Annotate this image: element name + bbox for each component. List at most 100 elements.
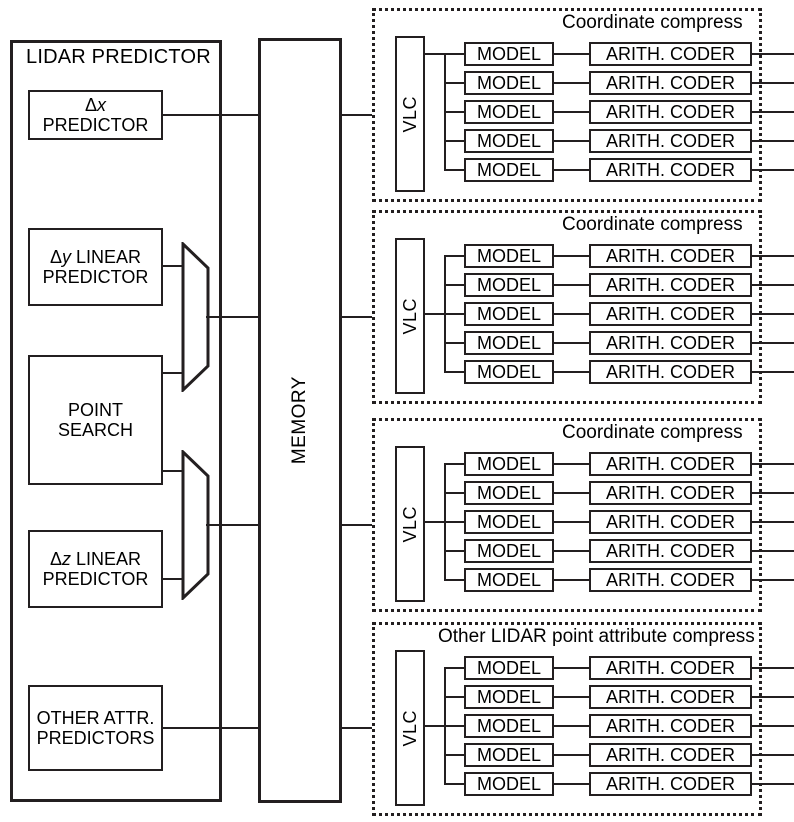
model-block: MODEL [464, 743, 554, 767]
wire-coder-out-2-4 [752, 342, 794, 344]
arith-coder-block: ARITH. CODER [589, 772, 752, 796]
model-label: MODEL [476, 715, 541, 736]
mux-lower [181, 450, 211, 600]
arith-coder-block: ARITH. CODER [589, 714, 752, 738]
wire-model-coder-2-4 [554, 342, 589, 344]
compress-group-4-title: Other LIDAR point attribute compress [438, 626, 755, 647]
dy-linear-predictor-label-line2: PREDICTOR [42, 267, 149, 287]
arith-coder-label: ARITH. CODER [605, 245, 735, 266]
model-block: MODEL [464, 510, 554, 534]
model-label: MODEL [476, 540, 541, 561]
arith-coder-label: ARITH. CODER [605, 274, 735, 295]
arith-coder-block: ARITH. CODER [589, 743, 752, 767]
other-attr-predictors-label-line1: OTHER ATTR. [36, 707, 155, 728]
wire-vlc-model-4-5 [444, 783, 464, 785]
memory-label: MEMORY [289, 376, 310, 465]
compress-group-3-title: Coordinate compress [562, 422, 743, 443]
wire-coder-out-4-1 [752, 667, 794, 669]
arith-coder-label: ARITH. CODER [605, 361, 735, 382]
wire-dx-to-memory [163, 114, 342, 116]
wire-vlc-model-2-2 [444, 284, 464, 286]
wire-vlc-model-3-5 [444, 579, 464, 581]
arith-coder-block: ARITH. CODER [589, 244, 752, 268]
compress-group-1-title: Coordinate compress [562, 12, 743, 33]
model-label: MODEL [476, 511, 541, 532]
wire-model-coder-2-5 [554, 371, 589, 373]
model-block: MODEL [464, 129, 554, 153]
wire-vlc-model-4-4 [444, 754, 464, 756]
vlc-label-4: VLC [399, 709, 420, 747]
dz-linear-predictor-label-line2: PREDICTOR [42, 569, 149, 589]
arith-coder-block: ARITH. CODER [589, 656, 752, 680]
model-block: MODEL [464, 42, 554, 66]
model-label: MODEL [476, 686, 541, 707]
wire-coder-out-3-1 [752, 463, 794, 465]
model-block: MODEL [464, 360, 554, 384]
model-label: MODEL [476, 43, 541, 64]
arith-coder-block: ARITH. CODER [589, 42, 752, 66]
wire-coder-out-1-3 [752, 111, 794, 113]
wire-vlc-model-3-4 [444, 550, 464, 552]
wire-vlc-model-4-3 [425, 725, 464, 727]
arith-coder-block: ARITH. CODER [589, 273, 752, 297]
vlc-label-1: VLC [399, 95, 420, 133]
vlc-block-4: VLC [395, 650, 425, 806]
model-block: MODEL [464, 158, 554, 182]
wire-coder-out-2-3 [752, 313, 794, 315]
arith-coder-label: ARITH. CODER [605, 130, 735, 151]
model-label: MODEL [476, 453, 541, 474]
arith-coder-label: ARITH. CODER [605, 303, 735, 324]
model-block: MODEL [464, 568, 554, 592]
model-label: MODEL [476, 274, 541, 295]
wire-dz-to-mux [163, 578, 183, 580]
arith-coder-label: ARITH. CODER [605, 657, 735, 678]
wire-vlc-model-1-5 [444, 169, 464, 171]
model-label: MODEL [476, 657, 541, 678]
arith-coder-block: ARITH. CODER [589, 452, 752, 476]
dy-linear-predictor-label-line1: Δy LINEAR [49, 246, 142, 267]
model-label: MODEL [476, 245, 541, 266]
wire-vlc-model-1-2 [444, 82, 464, 84]
model-block: MODEL [464, 452, 554, 476]
wire-coder-out-3-2 [752, 492, 794, 494]
dx-predictor-label: Δx PREDICTOR [42, 94, 149, 135]
wire-coder-out-4-5 [752, 783, 794, 785]
other-attr-predictors-label-line2: PREDICTORS [36, 728, 155, 748]
arith-coder-block: ARITH. CODER [589, 100, 752, 124]
wire-model-coder-3-4 [554, 550, 589, 552]
wire-model-coder-4-4 [554, 754, 589, 756]
dz-linear-predictor-block: Δz LINEAR PREDICTOR [28, 530, 163, 608]
wire-coder-out-4-4 [752, 754, 794, 756]
arith-coder-label: ARITH. CODER [605, 453, 735, 474]
wire-pointsearch-to-mux-lower [163, 470, 183, 472]
dz-linear-predictor-label-line1: Δz LINEAR [49, 548, 142, 569]
wire-coder-out-1-2 [752, 82, 794, 84]
wire-coder-out-1-4 [752, 140, 794, 142]
wire-coder-out-3-3 [752, 521, 794, 523]
wire-coder-out-2-1 [752, 255, 794, 257]
model-block: MODEL [464, 244, 554, 268]
wire-coder-out-2-5 [752, 371, 794, 373]
model-block: MODEL [464, 685, 554, 709]
arith-coder-block: ARITH. CODER [589, 360, 752, 384]
model-label: MODEL [476, 130, 541, 151]
wire-coder-out-1-1 [752, 53, 794, 55]
model-label: MODEL [476, 569, 541, 590]
wire-coder-out-3-4 [752, 550, 794, 552]
arith-coder-label: ARITH. CODER [605, 159, 735, 180]
arith-coder-block: ARITH. CODER [589, 510, 752, 534]
arith-coder-block: ARITH. CODER [589, 481, 752, 505]
model-block: MODEL [464, 100, 554, 124]
wire-model-coder-4-5 [554, 783, 589, 785]
model-label: MODEL [476, 361, 541, 382]
arith-coder-block: ARITH. CODER [589, 71, 752, 95]
wire-vlc-model-3-1 [444, 463, 464, 465]
wire-otherattr-to-memory [163, 727, 342, 729]
arith-coder-block: ARITH. CODER [589, 302, 752, 326]
model-block: MODEL [464, 302, 554, 326]
memory-block: MEMORY [258, 38, 342, 803]
arith-coder-label: ARITH. CODER [605, 569, 735, 590]
wire-coder-out-1-5 [752, 169, 794, 171]
model-block: MODEL [464, 71, 554, 95]
